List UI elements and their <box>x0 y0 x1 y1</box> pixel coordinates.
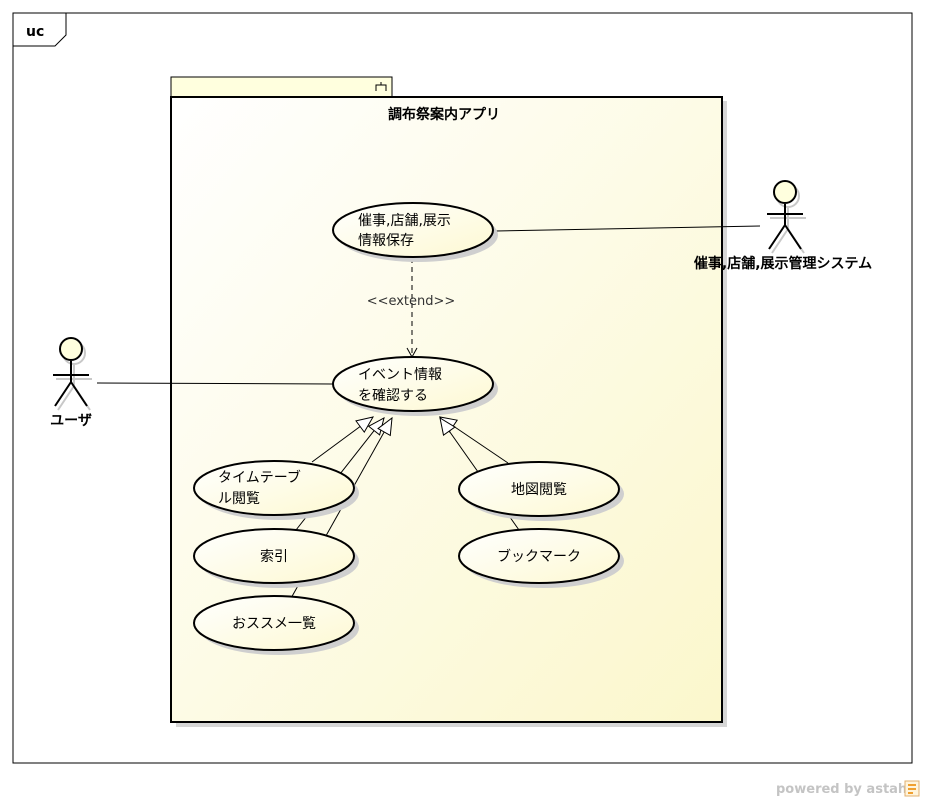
use-case-bookmark-label: ブックマーク <box>497 548 581 565</box>
use-case-check-event-label-2: を確認する <box>358 388 428 404</box>
actor-management-system[interactable]: 催事,店舗,展示管理システム <box>694 180 872 272</box>
use-case-bookmark[interactable]: ブックマーク <box>458 528 624 588</box>
watermark-text: powered by astah* <box>776 782 914 797</box>
use-case-index[interactable]: 索引 <box>193 528 359 588</box>
package-icon <box>375 82 387 91</box>
use-case-timetable[interactable]: タイムテーブ ル閲覧 <box>193 460 359 520</box>
use-case-recommend[interactable]: おススメ一覧 <box>193 595 359 655</box>
use-case-timetable-label-1: タイムテーブ <box>218 469 301 486</box>
use-case-check-event-label-1: イベント情報 <box>358 367 442 383</box>
stick-figure-icon <box>53 337 89 407</box>
watermark: powered by astah* <box>776 780 920 797</box>
association-management <box>495 225 761 232</box>
actor-user[interactable]: ユーザ <box>50 337 92 429</box>
frame-tag: uc <box>26 24 44 40</box>
generalization-timetable <box>311 416 375 463</box>
use-case-timetable-label-2: ル閲覧 <box>218 490 260 507</box>
use-case-index-label: 索引 <box>260 548 288 565</box>
actor-management-system-label: 催事,店舗,展示管理システム <box>694 255 872 272</box>
stick-figure-icon <box>767 180 803 250</box>
use-case-map-label: 地図閲覧 <box>511 481 567 498</box>
diagram-frame: uc <box>12 12 913 764</box>
use-case-check-event[interactable]: イベント情報 を確認する <box>332 356 498 416</box>
use-case-map[interactable]: 地図閲覧 <box>458 461 624 521</box>
use-case-save-info[interactable]: 催事,店舗,展示 情報保存 <box>332 202 498 262</box>
astah-logo-icon <box>904 780 920 797</box>
use-case-recommend-label: おススメ一覧 <box>232 615 316 632</box>
extend-label: <<extend>> <box>367 294 456 309</box>
extend-relation: <<extend>> <box>367 258 456 359</box>
actor-user-label: ユーザ <box>50 413 92 429</box>
use-case-save-info-label-1: 催事,店舗,展示 <box>358 213 451 229</box>
association-user <box>96 382 334 385</box>
system-name: 調布祭案内アプリ <box>388 106 500 123</box>
use-case-save-info-label-2: 情報保存 <box>358 233 414 249</box>
